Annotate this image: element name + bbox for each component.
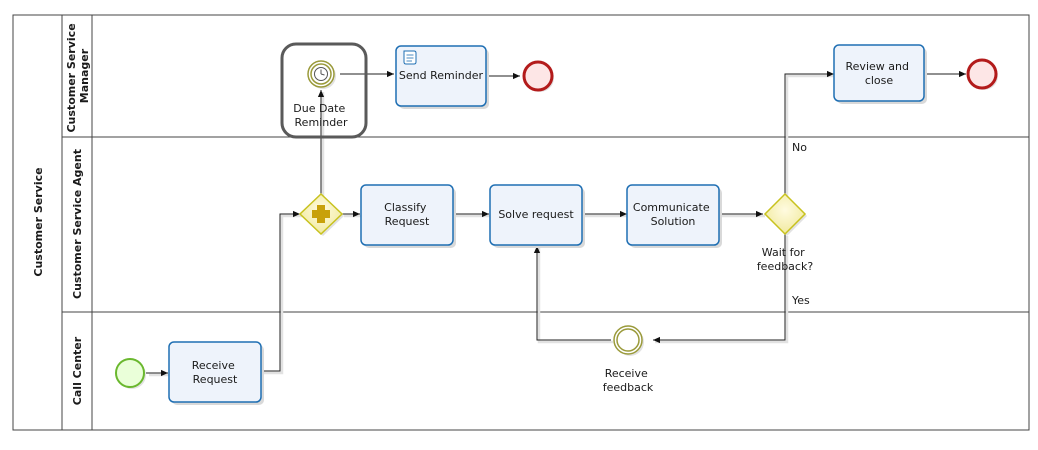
task-review-and-close[interactable]: Review and close <box>833 44 927 104</box>
exclusive-gateway-wait-for-feedback[interactable]: Wait for feedback? <box>757 192 814 273</box>
end-event-reminder[interactable] <box>522 60 554 92</box>
task-label: Receive <box>192 359 235 372</box>
task-label: Communicate <box>633 201 710 214</box>
selection-highlight <box>280 42 368 139</box>
lane-title-manager-line: Manager <box>78 48 91 103</box>
svg-text:Due Date Reminder: Due Date Reminder <box>293 102 349 129</box>
task-send-reminder[interactable]: Send Reminder <box>395 45 489 109</box>
plus-icon <box>312 205 330 223</box>
pool-title: Customer Service <box>32 167 45 276</box>
svg-text:Review and close: Review and close <box>846 60 913 87</box>
svg-text:Receive feedback: Receive feedback <box>603 367 654 394</box>
task-label: Request <box>193 373 238 386</box>
event-label: Reminder <box>295 116 348 129</box>
lane-title-call-center: Call Center <box>71 336 84 405</box>
gateway-label: feedback? <box>757 260 814 273</box>
intermediate-event-receive-feedback[interactable]: Receive feedback <box>603 325 654 394</box>
task-label: Request <box>385 215 430 228</box>
task-solve-request[interactable]: Solve request <box>489 184 585 248</box>
parallel-gateway[interactable] <box>298 192 344 236</box>
task-label: Classify <box>384 201 427 214</box>
task-receive-request[interactable]: Receive Request <box>168 341 264 405</box>
task-label: Send Reminder <box>399 69 484 82</box>
task-classify-request[interactable]: Classify Request <box>360 184 456 248</box>
sequence-flows <box>146 70 966 377</box>
task-label: close <box>865 74 894 87</box>
lane-title-agent: Customer Service Agent <box>71 149 84 299</box>
flow-decision-yes <box>653 234 786 344</box>
flow-receive-to-gateway <box>260 210 300 372</box>
lane-title-manager: Customer Service Manager <box>65 19 91 132</box>
gateway-label: Wait for <box>762 246 805 259</box>
svg-text:Receive Request: Receive Request <box>192 359 239 386</box>
start-event[interactable] <box>115 358 146 389</box>
task-label: Solve request <box>498 208 574 221</box>
timer-event-due-date-reminder[interactable]: Due Date Reminder <box>280 42 368 139</box>
svg-text:Communicate Solution: Communicate Solution <box>633 201 713 228</box>
event-label: feedback <box>603 381 654 394</box>
task-communicate-solution[interactable]: Communicate Solution <box>626 184 722 248</box>
svg-text:Wait for feedback?: Wait for feedback? <box>757 246 814 273</box>
flow-feedback-to-solve <box>533 246 611 341</box>
flow-label-no: No <box>792 141 807 154</box>
end-event-review[interactable] <box>966 58 998 90</box>
flow-label-yes: Yes <box>791 294 810 307</box>
task-label: Review and <box>846 60 909 73</box>
task-label: Solution <box>651 215 696 228</box>
event-label: Due Date <box>293 102 345 115</box>
event-label: Receive <box>605 367 648 380</box>
scroll-icon <box>403 50 417 65</box>
flow-decision-no <box>784 70 834 196</box>
clock-icon <box>314 67 328 81</box>
lane-title-manager-line: Customer Service <box>65 23 78 132</box>
svg-text:Classify Request: Classify Request <box>384 201 430 228</box>
